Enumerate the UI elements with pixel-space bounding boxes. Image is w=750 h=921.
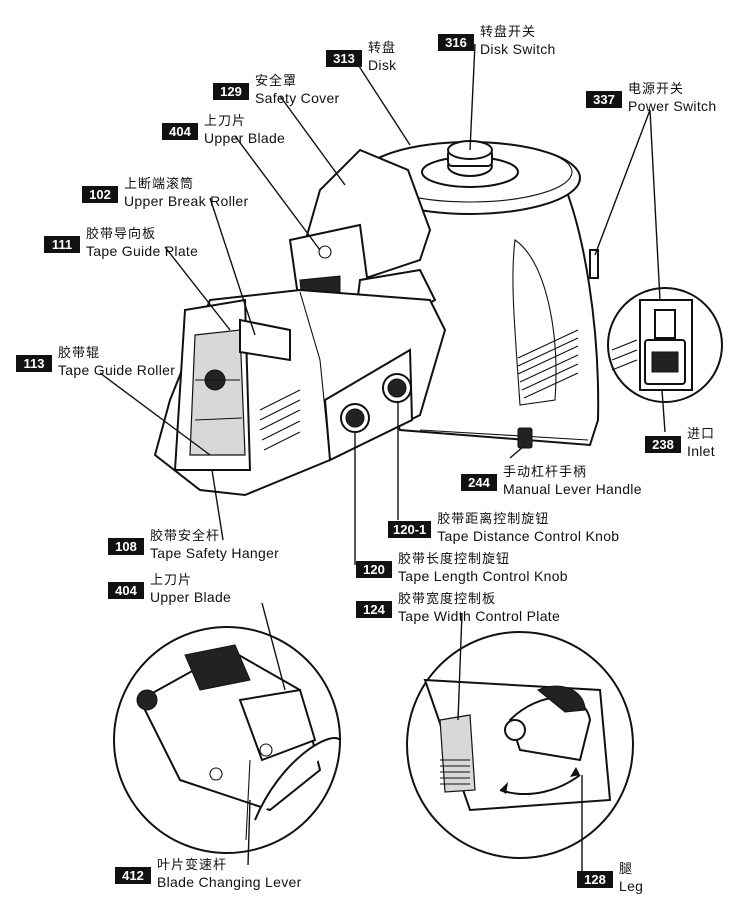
label-number: 244 [461,474,497,491]
power-switch-inset [607,287,723,403]
label-en: Disk [368,57,397,73]
label-number: 102 [82,186,118,203]
side-vents [517,329,579,399]
label-zh: 胶带长度控制旋钮 [398,552,511,567]
machine-body [153,140,600,497]
label-en: Tape Width Control Plate [398,608,561,624]
label-en: Leg [619,878,644,894]
label-zh: 转盘开关 [480,25,537,40]
label-zh: 胶带距离控制旋钮 [437,512,550,527]
tape-distance-knob [382,373,412,403]
label-number: 120-1 [388,521,432,538]
label-zh: 胶带安全杆 [150,529,221,544]
label-number: 128 [577,871,613,888]
label-zh: 胶带辊 [58,346,101,361]
label-zh: 上断端滚筒 [124,177,195,192]
label-number: 113 [16,355,52,372]
width-plate-detail-circle [406,631,634,859]
label-en: Safety Cover [255,90,340,106]
label-number: 111 [44,236,80,253]
label-en: Power Switch [628,98,717,114]
label-zh: 叶片变速杆 [157,858,228,873]
label-number: 108 [108,538,144,555]
label-en: Disk Switch [480,41,556,57]
label-number: 404 [108,582,144,599]
label-number: 238 [645,436,681,453]
label-zh: 转盘 [368,41,397,56]
label-number: 337 [586,91,622,108]
label-zh: 胶带导向板 [86,227,157,242]
label-zh: 上刀片 [204,114,247,129]
label-number: 129 [213,83,249,100]
manual-lever-handle [517,427,533,449]
label-en: Manual Lever Handle [503,481,642,497]
label-zh: 胶带宽度控制板 [398,592,497,607]
label-number: 313 [326,50,362,67]
label-en: Inlet [687,443,715,459]
label-zh: 腿 [619,862,634,877]
tape-length-knob [340,403,370,433]
label-zh: 电源开关 [628,82,685,97]
label-zh: 安全罩 [255,74,298,89]
label-zh: 手动杠杆手柄 [503,465,588,480]
label-en: Tape Guide Plate [86,243,199,259]
label-en: Upper Blade [150,589,232,605]
label-en: Upper Break Roller [124,193,249,209]
label-number: 120 [356,561,392,578]
label-en: Tape Safety Hanger [150,545,280,561]
label-number: 412 [115,867,151,884]
label-number: 404 [162,123,198,140]
label-number: 124 [356,601,392,618]
label-zh: 上刀片 [150,573,193,588]
label-en: Tape Guide Roller [58,362,176,378]
leader-lines [99,43,666,880]
label-en: Tape Distance Control Knob [437,528,620,544]
label-en: Tape Length Control Knob [398,568,568,584]
blade-detail-circle [113,626,341,854]
label-number: 316 [438,34,474,51]
label-en: Blade Changing Lever [157,874,302,890]
label-zh: 进口 [687,427,716,442]
label-en: Upper Blade [204,130,286,146]
